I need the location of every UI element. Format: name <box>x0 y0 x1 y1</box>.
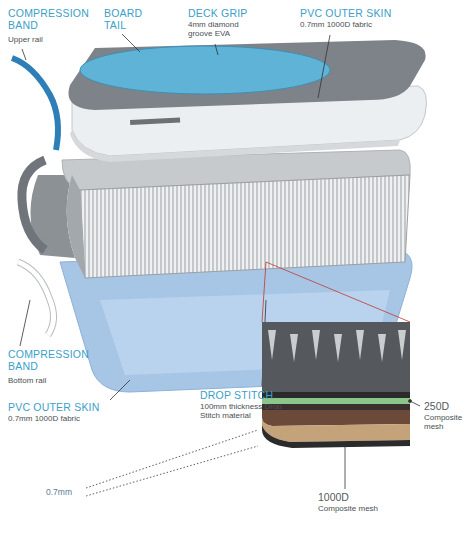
board-part-path <box>262 392 410 398</box>
board-part-path <box>268 330 406 362</box>
part-name: PVC OUTER SKIN <box>8 402 158 414</box>
upper-band-blue <box>12 58 58 150</box>
part-detail: 4mm diamond groove EVA <box>188 21 244 39</box>
board-part-path <box>18 262 54 335</box>
board-part-line <box>86 446 258 496</box>
board-part-path <box>12 58 58 150</box>
part-name: PVC OUTER SKIN <box>300 8 450 20</box>
board-part-line <box>122 34 140 52</box>
board-part-path <box>67 175 85 278</box>
upper-band-grey <box>22 160 45 250</box>
board-part-path <box>262 425 410 448</box>
part-detail: Composite mesh <box>424 414 470 432</box>
part-detail: Upper rail <box>8 36 88 45</box>
bottom-band <box>18 262 54 335</box>
board-part-path <box>70 130 400 162</box>
board-part-line <box>215 44 218 55</box>
part-detail: 100mm thickness Drop Stitch material <box>200 403 284 421</box>
board-part-line <box>262 262 266 322</box>
board-part-line <box>110 380 130 400</box>
part-detail: Composite mesh <box>318 505 418 514</box>
part-detail: 0.7mm <box>46 488 86 497</box>
board-part-path <box>262 398 410 404</box>
board-part-line <box>266 262 410 322</box>
part-name: 250D <box>424 401 470 413</box>
board-part-path <box>262 404 410 410</box>
part-name: 1000D <box>318 492 378 504</box>
cross-section-inset <box>262 322 410 448</box>
board-part-line <box>345 446 346 489</box>
board-part-rect <box>130 117 180 125</box>
board-part-path <box>80 175 410 278</box>
board-part-circle <box>409 400 412 403</box>
deck-grip <box>68 40 425 110</box>
board-part-path <box>18 262 54 335</box>
part-detail: 0.7mm 1000D fabric <box>8 415 148 424</box>
part-name: COMPRESSION BAND <box>8 8 88 31</box>
board-part-ellipse <box>80 46 330 94</box>
part-detail: Bottom rail <box>8 377 88 386</box>
board-part-path <box>68 40 425 110</box>
inset-leaders <box>86 400 420 497</box>
part-detail: 0.7mm 1000D fabric <box>300 21 440 30</box>
part-name: DECK GRIP <box>188 8 278 20</box>
board-part-line <box>20 300 30 346</box>
board-part-path <box>262 410 410 426</box>
board-part-rect <box>262 322 410 394</box>
detail-pointer <box>262 262 410 322</box>
board-part-line <box>86 430 258 488</box>
part-name: BOARD TAIL <box>104 8 154 31</box>
board-part-path <box>22 160 45 250</box>
part-name: COMPRESSION BAND <box>8 349 88 372</box>
drop-stitch-core <box>30 150 410 278</box>
board-part-path <box>262 418 410 442</box>
board-part-line <box>318 35 330 98</box>
board-part-line <box>22 49 26 60</box>
part-name: DROP STITCH <box>200 390 320 402</box>
